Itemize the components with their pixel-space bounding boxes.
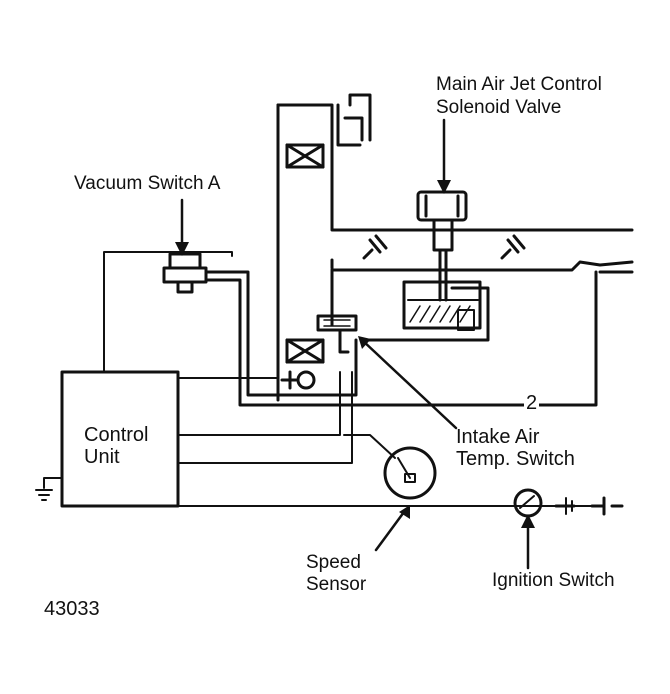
label-control-unit-line1: Control [84, 424, 149, 446]
float-bowl [360, 280, 490, 342]
label-vacuum-switch-a: Vacuum Switch A [74, 173, 221, 194]
label-main-air-jet-line2: Solenoid Valve [436, 97, 562, 118]
label-control-unit-line2: Unit [84, 446, 120, 468]
label-intake-air-line2: Temp. Switch [456, 448, 575, 470]
intake-air-temp-switch [316, 314, 358, 354]
lower-filter-element [285, 338, 325, 364]
label-hose-number: 2 [524, 392, 540, 414]
label-main-air-jet-line1: Main Air Jet Control [436, 74, 602, 95]
vacuum-switch-a [162, 252, 598, 407]
solenoid-valve [416, 190, 468, 302]
label-ignition-switch: Ignition Switch [492, 570, 615, 591]
label-intake-air-line1: Intake Air [456, 426, 540, 448]
speed-sensor [383, 446, 437, 500]
control-unit-box [60, 370, 180, 508]
throttle-fitting-right [500, 234, 526, 260]
arrow-head-solenoid [437, 180, 451, 194]
label-speed-sensor-line2: Sensor [306, 574, 367, 595]
arrow-head-speed [399, 505, 410, 519]
ignition-switch [513, 488, 624, 518]
arrow-head-intake [358, 336, 371, 349]
column-fitting [280, 370, 316, 390]
wiring [35, 251, 601, 507]
arrow-head-vacuum [175, 242, 189, 256]
intake-duct [276, 93, 634, 402]
arrow-head-ignition [521, 514, 535, 528]
upper-filter-element [285, 143, 325, 169]
throttle-fitting-left [362, 234, 388, 260]
label-figure-number: 43033 [44, 598, 100, 620]
label-speed-sensor-line1: Speed [306, 552, 361, 573]
leader-arrows [180, 118, 530, 570]
